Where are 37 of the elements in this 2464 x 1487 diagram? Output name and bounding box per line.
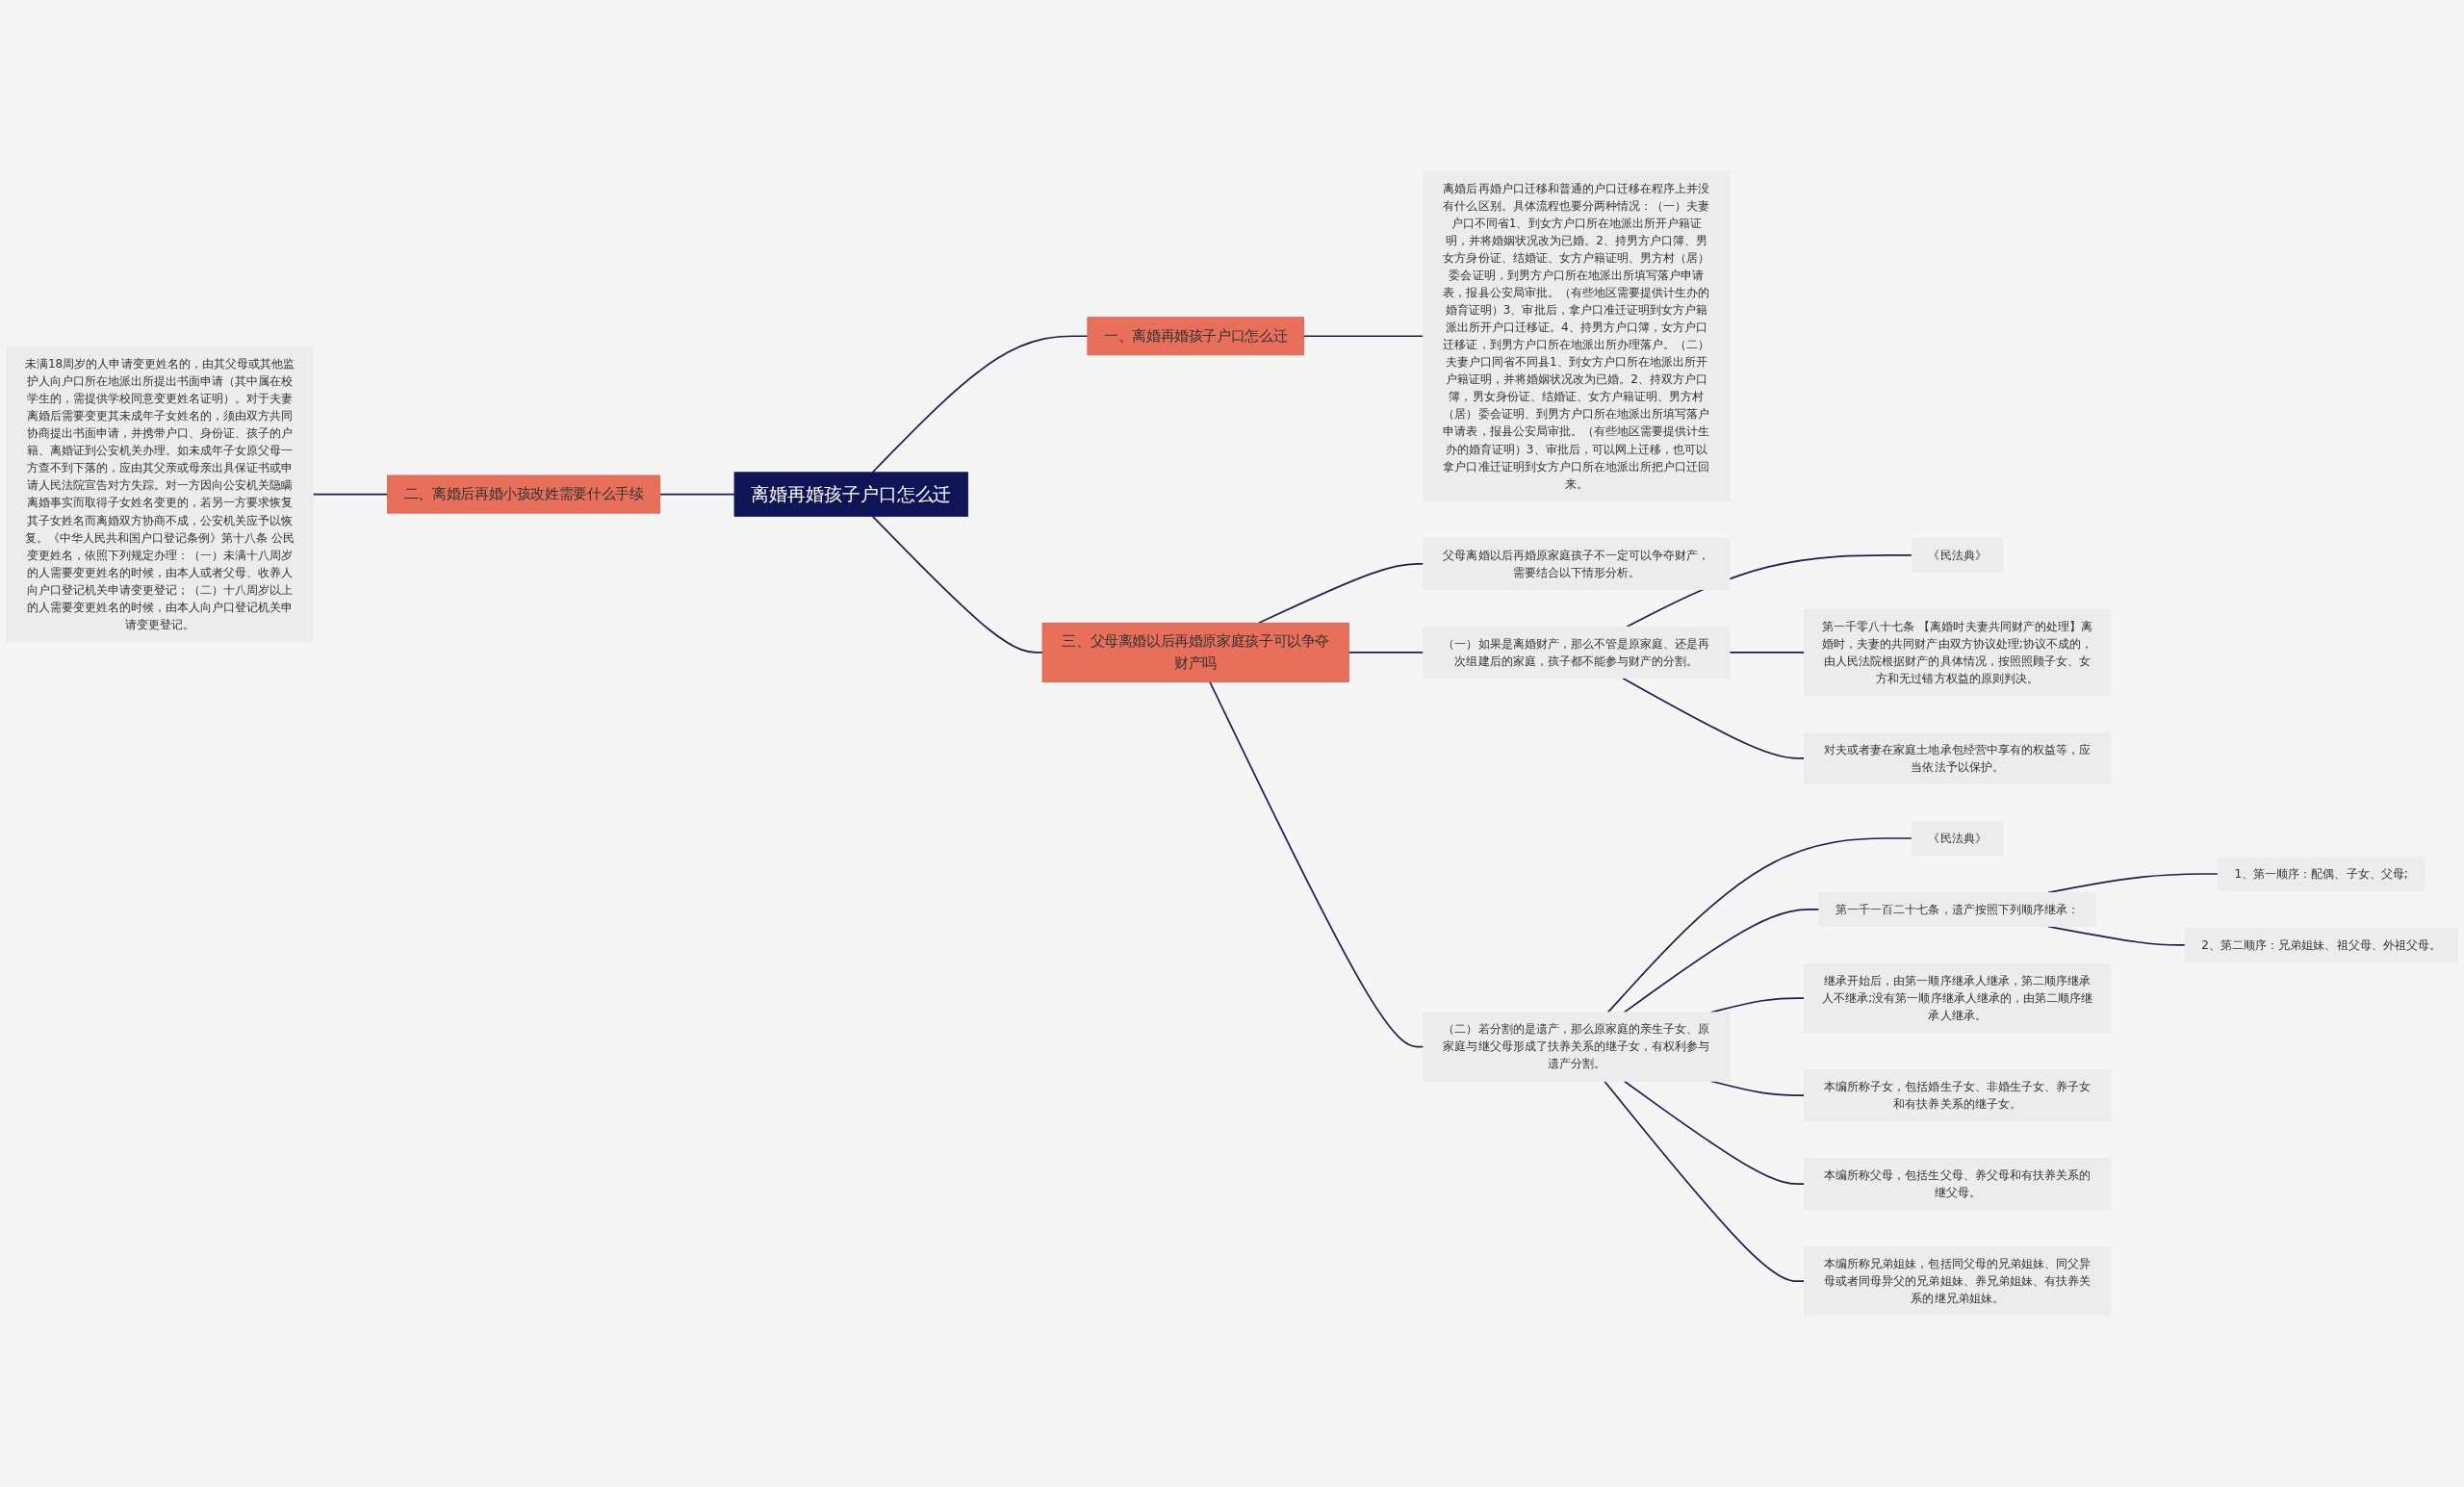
connector [312,493,389,496]
node-box [1804,608,2112,697]
node-box [1818,891,2096,928]
connector [871,515,1043,654]
connector [1729,652,1806,654]
node-box [1804,1158,2112,1211]
connector [2047,873,2220,894]
node-box [1804,962,2112,1034]
connector [1209,680,1424,1048]
connector [1604,1080,1806,1283]
connector [1606,837,1913,1013]
node-box [1423,1012,1731,1082]
connector [1257,562,1424,625]
connector [1623,1080,1806,1185]
connector [1302,335,1424,338]
connector [1621,677,1806,759]
node-box [1804,1069,2112,1122]
node-box [1423,626,1731,679]
node-box [1804,1246,2112,1317]
node-box [2217,856,2426,892]
node-box [1911,820,2004,857]
node-box [1423,537,1731,590]
connector [1623,909,1820,1013]
node-box [2184,927,2458,963]
node-box [1423,170,1731,501]
connector [658,493,735,496]
node-box [733,472,969,517]
connector [2047,925,2187,946]
node-box [1911,537,2004,573]
node-box [1041,622,1349,682]
node-box [387,474,661,514]
connector [1348,652,1424,654]
connector [871,335,1089,474]
node-box [1087,317,1304,356]
node-box [6,346,314,643]
connector [1626,553,1913,628]
node-box [1804,731,2112,785]
